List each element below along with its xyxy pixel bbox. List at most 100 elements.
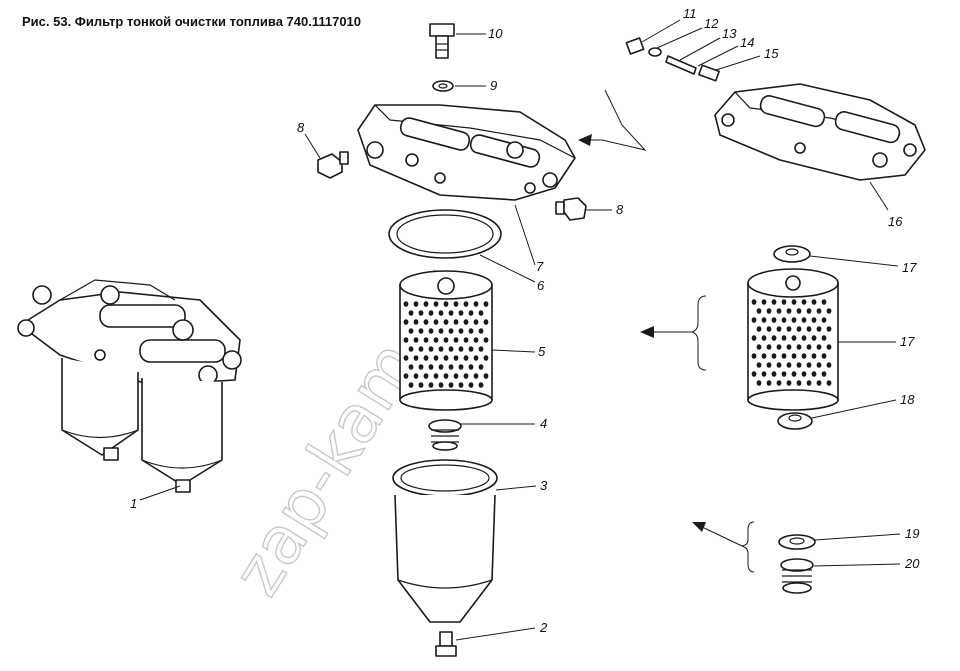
perforation-hole bbox=[403, 319, 409, 325]
perforation-hole bbox=[811, 353, 817, 359]
perforation-hole bbox=[463, 373, 469, 379]
perforation-hole bbox=[751, 299, 757, 305]
perforation-hole bbox=[478, 364, 484, 370]
callout-15: 15 bbox=[764, 46, 779, 61]
perforation-hole bbox=[776, 326, 782, 332]
perforation-hole bbox=[458, 382, 464, 388]
perforation-hole bbox=[801, 353, 807, 359]
callout-17-bottom: 18 bbox=[900, 392, 915, 407]
perforation-hole bbox=[766, 308, 772, 314]
perforation-hole bbox=[806, 362, 812, 368]
perforation-hole bbox=[448, 328, 454, 334]
perforation-hole bbox=[801, 335, 807, 341]
perforation-hole bbox=[438, 310, 444, 316]
perforation-hole bbox=[771, 299, 777, 305]
perforation-hole bbox=[801, 299, 807, 305]
perforation-hole bbox=[781, 299, 787, 305]
perforation-hole bbox=[423, 301, 429, 307]
filter-assembly bbox=[17, 279, 242, 493]
callout-12: 12 bbox=[704, 16, 719, 31]
washer-part-9 bbox=[432, 80, 454, 92]
perforation-hole bbox=[418, 328, 424, 334]
perforation-hole bbox=[766, 362, 772, 368]
perforation-hole bbox=[791, 335, 797, 341]
bolt-part-10 bbox=[429, 23, 455, 59]
spring-part-4 bbox=[428, 419, 462, 451]
perforation-hole bbox=[806, 344, 812, 350]
perforation-hole bbox=[443, 301, 449, 307]
perforation-hole bbox=[428, 346, 434, 352]
spring-part-20 bbox=[780, 558, 814, 594]
perforation-hole bbox=[468, 328, 474, 334]
plug-part-8-left bbox=[317, 151, 349, 179]
perforation-hole bbox=[806, 308, 812, 314]
perforation-hole bbox=[413, 355, 419, 361]
perforation-hole bbox=[438, 346, 444, 352]
perforation-hole bbox=[428, 328, 434, 334]
perforation-hole bbox=[781, 371, 787, 377]
perforation-hole bbox=[403, 301, 409, 307]
perforation-hole bbox=[796, 308, 802, 314]
callout-8-left: 8 bbox=[297, 120, 305, 135]
perforation-hole bbox=[453, 373, 459, 379]
perforation-hole bbox=[483, 337, 489, 343]
perforation-hole bbox=[796, 362, 802, 368]
perforation-hole bbox=[428, 310, 434, 316]
perforation-hole bbox=[766, 326, 772, 332]
perforation-hole bbox=[453, 319, 459, 325]
perforation-hole bbox=[448, 310, 454, 316]
callout-5: 5 bbox=[538, 344, 546, 359]
perforation-hole bbox=[771, 353, 777, 359]
perforation-hole bbox=[776, 308, 782, 314]
perforation-hole bbox=[453, 355, 459, 361]
perforation-hole bbox=[816, 308, 822, 314]
valve-parts-group bbox=[625, 37, 720, 82]
callout-9: 9 bbox=[490, 78, 497, 93]
perforation-hole bbox=[781, 317, 787, 323]
perforation-hole bbox=[413, 301, 419, 307]
perforation-hole bbox=[761, 371, 767, 377]
perforation-hole bbox=[433, 373, 439, 379]
perforation-hole bbox=[761, 353, 767, 359]
gasket-part-17-bottom bbox=[777, 412, 813, 430]
callout-3: 3 bbox=[540, 478, 548, 493]
perforation-hole bbox=[756, 308, 762, 314]
perforation-hole bbox=[781, 353, 787, 359]
perforation-hole bbox=[478, 346, 484, 352]
perforation-hole bbox=[816, 380, 822, 386]
washer-part-19 bbox=[778, 534, 816, 550]
callout-19: 19 bbox=[905, 526, 919, 541]
perforation-hole bbox=[473, 373, 479, 379]
perforation-hole bbox=[463, 337, 469, 343]
perforation-hole bbox=[443, 337, 449, 343]
perforation-hole bbox=[408, 310, 414, 316]
perforation-hole bbox=[433, 337, 439, 343]
callout-8-right: 8 bbox=[616, 202, 624, 217]
perforation-hole bbox=[403, 373, 409, 379]
perforation-hole bbox=[478, 328, 484, 334]
callout-14: 14 bbox=[740, 35, 754, 50]
perforation-hole bbox=[821, 353, 827, 359]
callout-20: 20 bbox=[904, 556, 920, 571]
perforation-hole bbox=[423, 337, 429, 343]
perforation-hole bbox=[413, 373, 419, 379]
callout-17-top: 17 bbox=[902, 260, 917, 275]
perforation-hole bbox=[751, 317, 757, 323]
perforation-hole bbox=[448, 382, 454, 388]
perforation-hole bbox=[761, 335, 767, 341]
callout-1: 1 bbox=[130, 496, 137, 511]
perforation-hole bbox=[448, 364, 454, 370]
filter-element-part-5 bbox=[399, 270, 493, 411]
perforation-hole bbox=[428, 364, 434, 370]
perforation-hole bbox=[483, 355, 489, 361]
perforation-hole bbox=[483, 373, 489, 379]
perforation-hole bbox=[413, 319, 419, 325]
perforation-hole bbox=[786, 380, 792, 386]
callout-7: 7 bbox=[536, 259, 544, 274]
perforation-hole bbox=[428, 382, 434, 388]
perforation-hole bbox=[816, 362, 822, 368]
perforation-hole bbox=[443, 373, 449, 379]
perforation-hole bbox=[826, 344, 832, 350]
perforation-hole bbox=[756, 326, 762, 332]
perforation-hole bbox=[468, 310, 474, 316]
